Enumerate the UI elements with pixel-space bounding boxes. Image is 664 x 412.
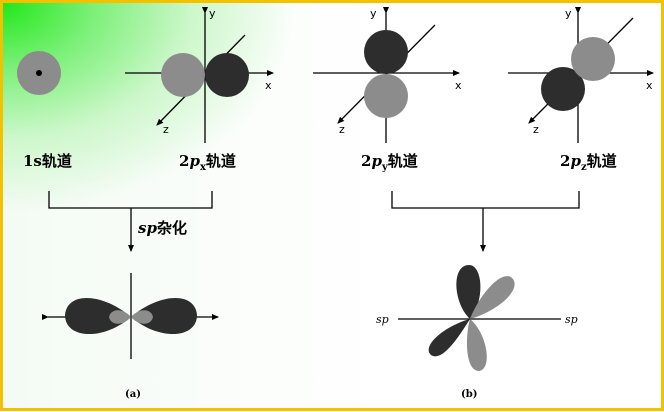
orbital-1s xyxy=(17,51,61,95)
sp-axis-label-left: sp xyxy=(376,313,389,326)
nucleus-dot xyxy=(36,70,42,76)
z-axis-label: z xyxy=(163,123,169,136)
z-axis-label: z xyxy=(339,123,345,136)
p-lobe-lower xyxy=(364,74,408,118)
sp-lobe-right-small xyxy=(131,310,153,324)
label-2px-orbital: 2px轨道 xyxy=(179,152,236,173)
x-axis-label: x xyxy=(265,79,272,92)
z-axis xyxy=(337,24,436,124)
bracket-b-line xyxy=(391,191,580,209)
p-lobe-front xyxy=(541,67,585,111)
sp-lobe-lower-grey xyxy=(466,319,487,371)
caption-b: (b) xyxy=(461,389,477,400)
label-2py-orbital: 2py轨道 xyxy=(361,152,418,173)
orbital-2pz: y x z xyxy=(508,7,654,143)
bracket-a: sp杂化 xyxy=(48,191,213,252)
bracket-b xyxy=(391,191,580,252)
sp-lobe-left-large xyxy=(65,297,131,335)
label-sp-hybridization: sp杂化 xyxy=(138,219,187,237)
p-lobe-upper xyxy=(364,30,408,74)
y-axis-label: y xyxy=(565,7,572,20)
p-lobe-negative xyxy=(205,53,249,97)
sp-lobe-upper-dark xyxy=(456,265,481,319)
bracket-a-line xyxy=(48,191,213,209)
caption-a: (a) xyxy=(125,389,141,400)
sp-lobe-left-small xyxy=(109,310,131,324)
x-axis-label: x xyxy=(646,79,653,92)
y-axis-label: y xyxy=(370,7,377,20)
x-axis-label: x xyxy=(455,79,462,92)
label-2pz-orbital: 2pz轨道 xyxy=(560,152,617,173)
sp-axis-label-right: sp xyxy=(565,313,578,326)
orbital-2px: y x z xyxy=(125,7,274,143)
z-axis-label: z xyxy=(533,123,539,136)
sp-lobe-right-large xyxy=(131,297,197,335)
sp-lobe-upper-grey xyxy=(470,276,515,319)
label-1s-orbital: 1s轨道 xyxy=(23,152,72,170)
orbital-2py: y x z xyxy=(313,7,462,143)
p-lobe-back xyxy=(571,37,615,81)
orbital-hybridization-diagram: y x z y x z y x z 1s轨道 2px轨道 2py轨道 2pz轨道… xyxy=(17,7,654,400)
p-lobe-positive xyxy=(161,53,205,97)
sp-hybrid-orbital-b: sp sp xyxy=(376,265,578,371)
sp-hybrid-orbital-a xyxy=(42,273,219,359)
sp-lobe-lower-dark xyxy=(428,319,470,357)
y-axis-label: y xyxy=(209,7,216,20)
